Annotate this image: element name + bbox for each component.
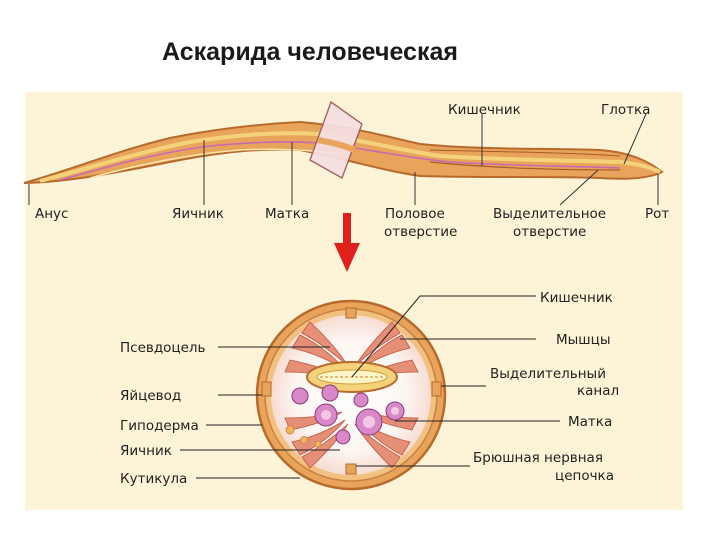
label-ovary-section: Яичник [120, 443, 172, 459]
excretory-canal-right [431, 381, 442, 397]
label-muscles: Мышцы [556, 332, 611, 348]
label-uterus-section: Матка [568, 414, 612, 430]
label-mouth: Рот [645, 206, 669, 222]
ventral-nerve-cord [345, 463, 357, 475]
label-excretory-canal-2: канал [577, 383, 619, 399]
label-intestine-section: Кишечник [540, 290, 613, 306]
label-ovary-top: Яичник [172, 206, 224, 222]
section-labels: Кишечник Мышцы Псевдоцель Выделительный … [120, 290, 619, 487]
label-genital-opening-1: Половое [385, 206, 445, 222]
dorsal-cord [345, 307, 357, 319]
label-excretory-opening-2: отверстие [513, 224, 586, 240]
oviduct-sections [285, 425, 322, 448]
label-nerve-cord-1: Брюшная нервная [473, 450, 603, 466]
down-arrow [334, 213, 360, 272]
label-anus: Анус [35, 206, 68, 222]
label-nerve-cord-2: цепочка [555, 468, 614, 484]
excretory-canal-left [261, 381, 272, 397]
label-uterus-top: Матка [265, 206, 309, 222]
label-oviduct: Яйцевод [120, 388, 181, 404]
label-pharynx: Глотка [601, 102, 650, 118]
label-pseudocoel: Псевдоцель [120, 340, 206, 356]
page-title: Аскарида человеческая [162, 38, 458, 66]
label-genital-opening-2: отверстие [384, 224, 457, 240]
label-hypodermis: Гиподерма [120, 418, 199, 434]
top-leader-lines [28, 113, 659, 206]
section-plane [309, 100, 363, 180]
section-leader-lines [180, 295, 560, 479]
label-excretory-opening-1: Выделительное [493, 206, 606, 222]
label-cuticle: Кутикула [120, 471, 187, 487]
top-labels: Кишечник Глотка Анус Яичник Матка Полово… [35, 102, 669, 240]
pseudocoel-area [271, 315, 431, 475]
label-excretory-canal-1: Выделительный [490, 366, 606, 382]
uterus-inner [321, 407, 399, 428]
label-intestine: Кишечник [448, 102, 521, 118]
cross-section [255, 299, 447, 491]
